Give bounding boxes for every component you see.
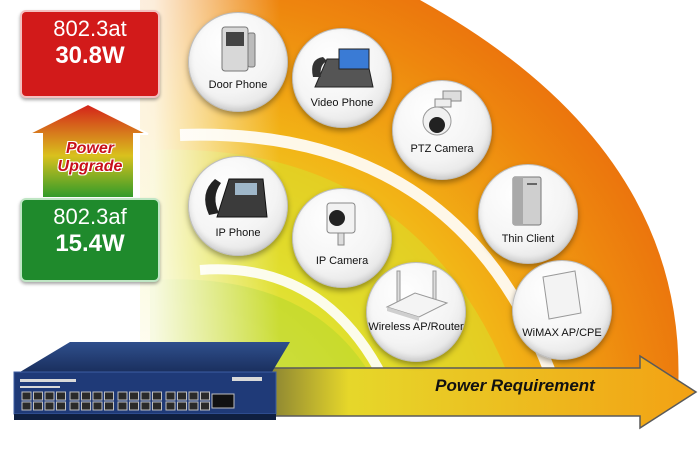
switch-port	[140, 391, 151, 401]
device-label: IP Camera	[315, 255, 369, 267]
802-3af-wattage: 15.4W	[55, 230, 125, 257]
switch-port	[200, 401, 210, 411]
device-ptz-camera: PTZ Camera	[392, 80, 492, 180]
switch-port	[188, 401, 199, 411]
switch-port	[152, 401, 162, 411]
device-door-phone: Door Phone	[188, 12, 288, 112]
device-wireless-ap: Wireless AP/Router	[366, 262, 466, 362]
switch-port	[92, 401, 103, 411]
device-video-phone: Video Phone	[292, 28, 392, 128]
802-3at-wattage: 30.8W	[55, 42, 125, 69]
switch-port	[92, 391, 103, 401]
switch-port	[81, 401, 91, 411]
switch-port	[33, 401, 43, 411]
switch-port	[117, 401, 128, 411]
switch-port	[165, 401, 176, 411]
wimax-cpe-icon	[542, 270, 582, 320]
video-phone-icon	[312, 48, 374, 88]
device-label: Thin Client	[501, 233, 555, 245]
switch-port	[177, 401, 187, 411]
device-thin-client: Thin Client	[478, 164, 578, 264]
switch-port	[44, 401, 55, 411]
switch-port	[152, 391, 162, 401]
switch-port	[104, 391, 114, 401]
ip-phone-icon	[205, 178, 268, 218]
802-3af-standard: 802.3af	[53, 204, 127, 229]
switch-port	[129, 391, 139, 401]
device-ip-camera: IP Camera	[292, 188, 392, 288]
device-label: Door Phone	[208, 79, 268, 91]
upgrade-arrow	[27, 102, 149, 199]
switch-port	[21, 401, 32, 411]
switch-port	[104, 401, 114, 411]
device-label: PTZ Camera	[410, 143, 474, 155]
power-upgrade-label: Power Upgrade	[57, 140, 123, 175]
wireless-router-icon	[385, 270, 449, 321]
device-ip-phone: IP Phone	[188, 156, 288, 256]
switch-port	[177, 391, 187, 401]
thin-client-icon	[512, 176, 542, 226]
ip-camera-icon	[326, 202, 356, 246]
switch-port	[44, 391, 55, 401]
switch-port	[56, 401, 66, 411]
device-label: WiMAX AP/CPE	[522, 327, 602, 339]
switch-port	[56, 391, 66, 401]
device-label: Wireless AP/Router	[368, 321, 464, 333]
device-wimax: WiMAX AP/CPE	[512, 260, 612, 360]
door-phone-icon	[221, 26, 256, 72]
switch-port	[81, 391, 91, 401]
switch-port	[21, 391, 32, 401]
switch-port	[140, 401, 151, 411]
switch-port	[33, 391, 43, 401]
power-requirement-label: Power Requirement	[435, 376, 595, 395]
802-3at-badge: 802.3at 30.8W	[20, 10, 160, 98]
802-3at-standard: 802.3at	[53, 16, 127, 41]
switch-port	[69, 401, 80, 411]
switch-port	[188, 391, 199, 401]
switch-port	[69, 391, 80, 401]
switch-port	[117, 391, 128, 401]
switch-port	[165, 391, 176, 401]
switch-port	[200, 391, 210, 401]
device-label: IP Phone	[215, 227, 261, 239]
switch-port	[129, 401, 139, 411]
ptz-camera-icon	[422, 90, 462, 136]
device-label: Video Phone	[310, 97, 374, 109]
802-3af-badge: 802.3af 15.4W	[20, 198, 160, 282]
poe-switch-icon	[13, 342, 290, 420]
